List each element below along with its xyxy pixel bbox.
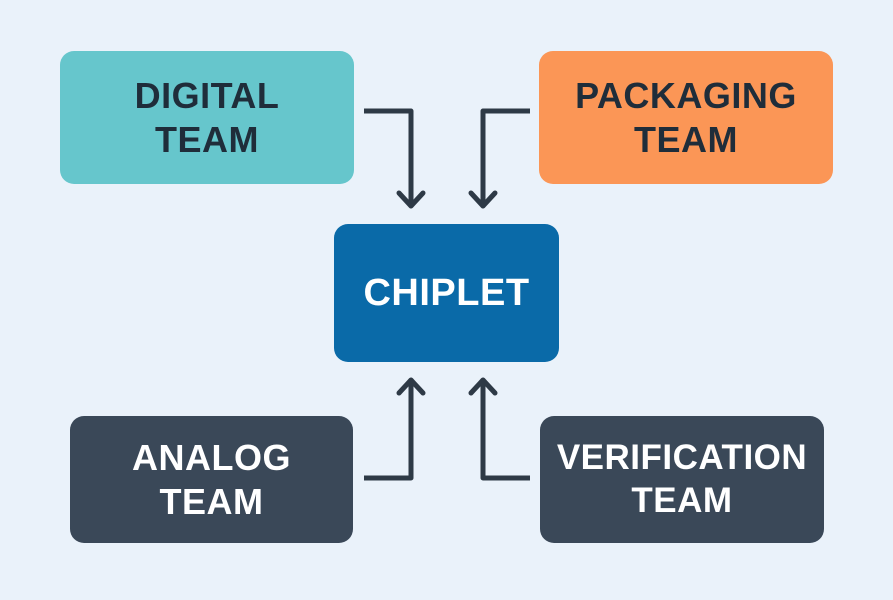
edge-packaging-to-chiplet xyxy=(468,108,530,209)
edge-verification-to-chiplet xyxy=(468,377,530,481)
digital-team-node: DIGITAL TEAM xyxy=(60,51,354,184)
edge-digital-to-chiplet xyxy=(364,108,426,209)
edge-analog-to-chiplet xyxy=(364,377,426,481)
packaging-team-node: PACKAGING TEAM xyxy=(539,51,833,184)
verification-team-label-line2: TEAM xyxy=(631,480,733,520)
analog-team-label-line2: TEAM xyxy=(159,480,264,522)
analog-team-node: ANALOG TEAM xyxy=(70,416,353,543)
digital-team-label-line1: DIGITAL xyxy=(134,74,280,116)
verification-team-node: VERIFICATION TEAM xyxy=(540,416,824,543)
chiplet-label: CHIPLET xyxy=(363,271,530,314)
packaging-team-label-line2: TEAM xyxy=(634,118,738,160)
verification-team-label-line1: VERIFICATION xyxy=(556,437,808,477)
analog-team-label-line1: ANALOG xyxy=(132,436,291,478)
packaging-team-label-line1: PACKAGING xyxy=(575,74,797,116)
chiplet-node: CHIPLET xyxy=(334,224,559,362)
digital-team-label-line2: TEAM xyxy=(155,118,259,160)
